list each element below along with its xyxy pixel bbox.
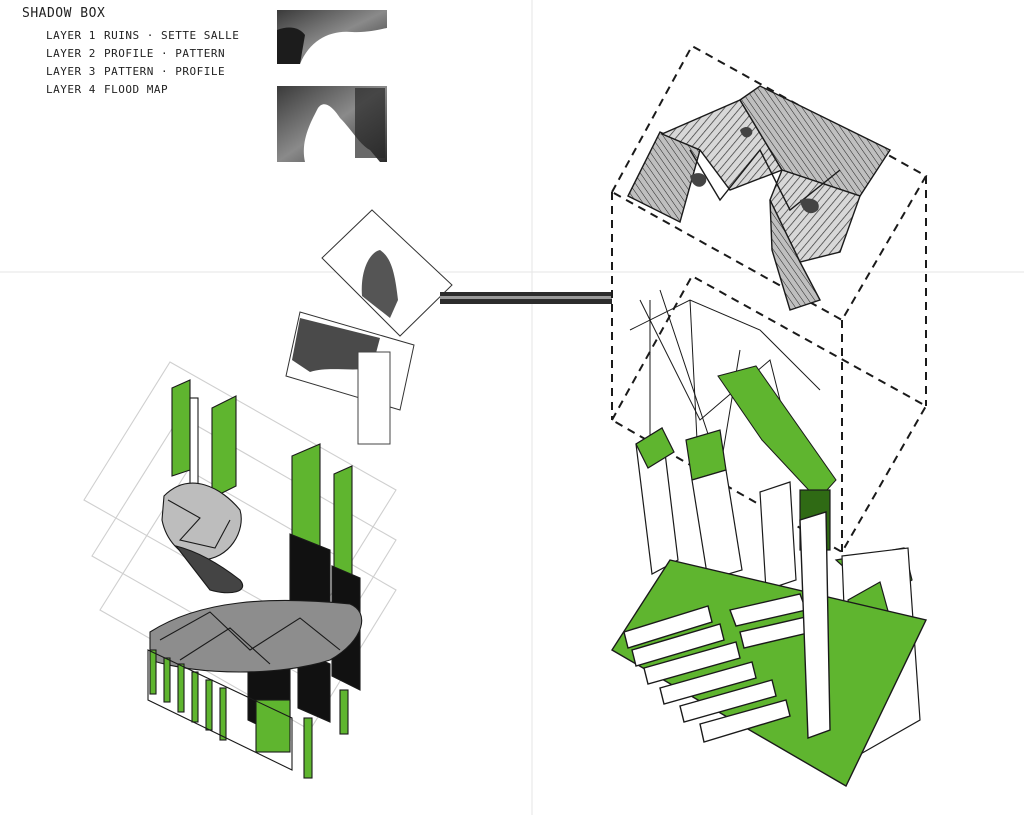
- legend-item-layer-1: LAYER 1 RUINS · SETTE SALLE: [46, 27, 239, 45]
- legend-layer-description: FLOOD MAP: [104, 83, 169, 96]
- legend-item-layer-4: LAYER 4 FLOOD MAP: [46, 81, 239, 99]
- legend-layer-description: RUINS · SETTE SALLE: [104, 29, 240, 42]
- legend-item-layer-3: LAYER 3 PATTERN · PROFILE: [46, 63, 239, 81]
- isometric-model-left: [83, 361, 397, 779]
- legend-layer-label: LAYER 2: [46, 47, 96, 60]
- legend-item-layer-2: LAYER 2 PROFILE · PATTERN: [46, 45, 239, 63]
- tilted-photo-card-upper: [321, 209, 453, 337]
- legend-layer-label: LAYER 3: [46, 65, 96, 78]
- sheet-title: SHADOW BOX: [22, 6, 106, 21]
- legend-layer-description: PATTERN · PROFILE: [104, 65, 226, 78]
- legend-layer-description: PROFILE · PATTERN: [104, 47, 226, 60]
- tilted-photo-card-lower: [285, 311, 415, 445]
- exploded-axonometric-right: [610, 44, 928, 787]
- legend-layer-label: LAYER 4: [46, 83, 96, 96]
- photo-thumbnail-lower: [277, 86, 387, 162]
- photo-thumbnail-top: [277, 10, 387, 64]
- shadow-box-legend: SHADOW BOX LAYER 1 RUINS · SETTE SALLE L…: [22, 6, 239, 99]
- legend-layer-label: LAYER 1: [46, 29, 96, 42]
